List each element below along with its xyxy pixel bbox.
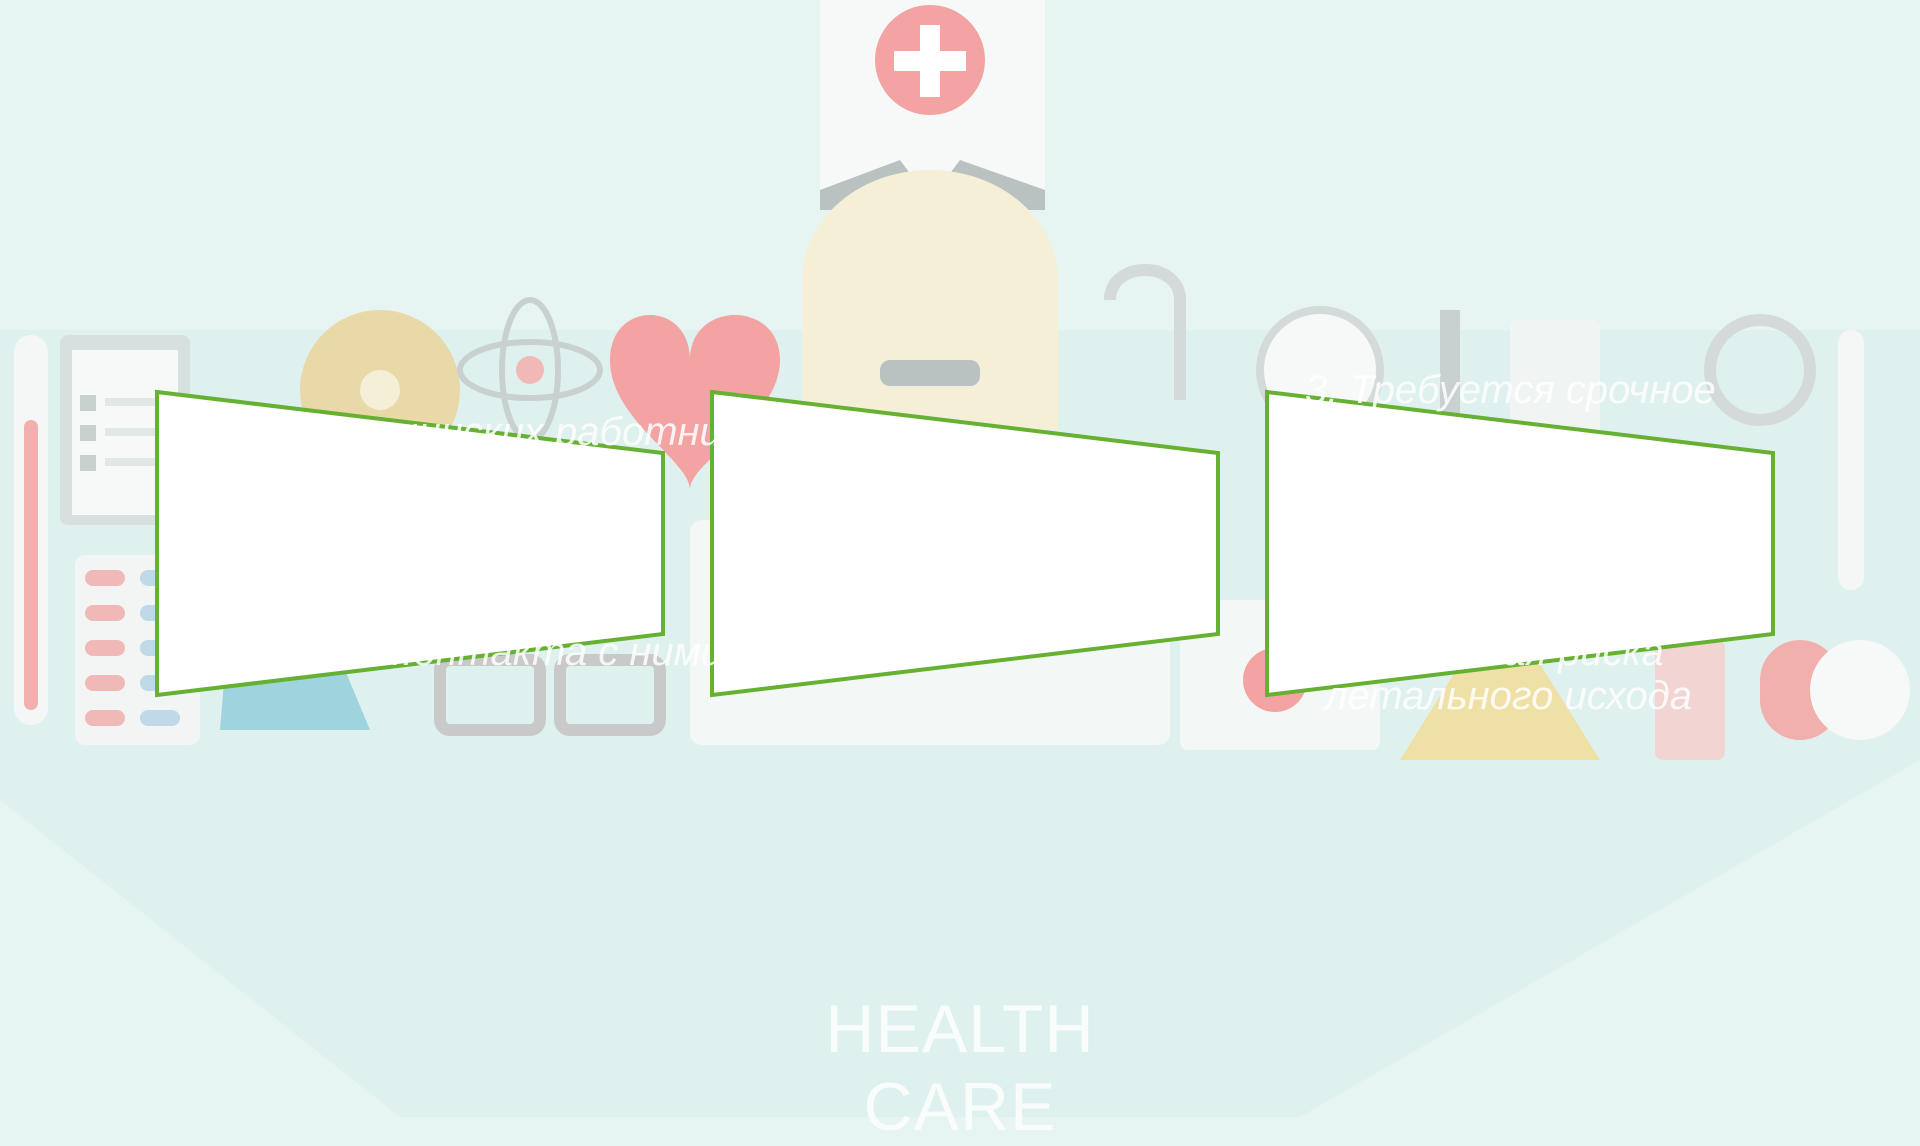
- capsule-icon: [1760, 640, 1910, 740]
- thermometer-icon: [14, 335, 48, 725]
- panel-1-fragment-top: ...ицинских работников: [340, 410, 784, 454]
- panel-3-fragment-bottom: летального исхода: [1325, 674, 1692, 718]
- panel-1-fragment-bottom: ...онтакта с ними:: [380, 630, 734, 674]
- brand-text: HEALTH CARE: [720, 990, 1200, 1146]
- panel-3-fragment-top: 3. Требуется срочное: [1305, 368, 1716, 412]
- panel-3-fragment-mid: ...ая риска: [1470, 630, 1664, 674]
- digital-thermometer-icon: [1838, 330, 1864, 590]
- background-illustration: [0, 0, 1920, 1117]
